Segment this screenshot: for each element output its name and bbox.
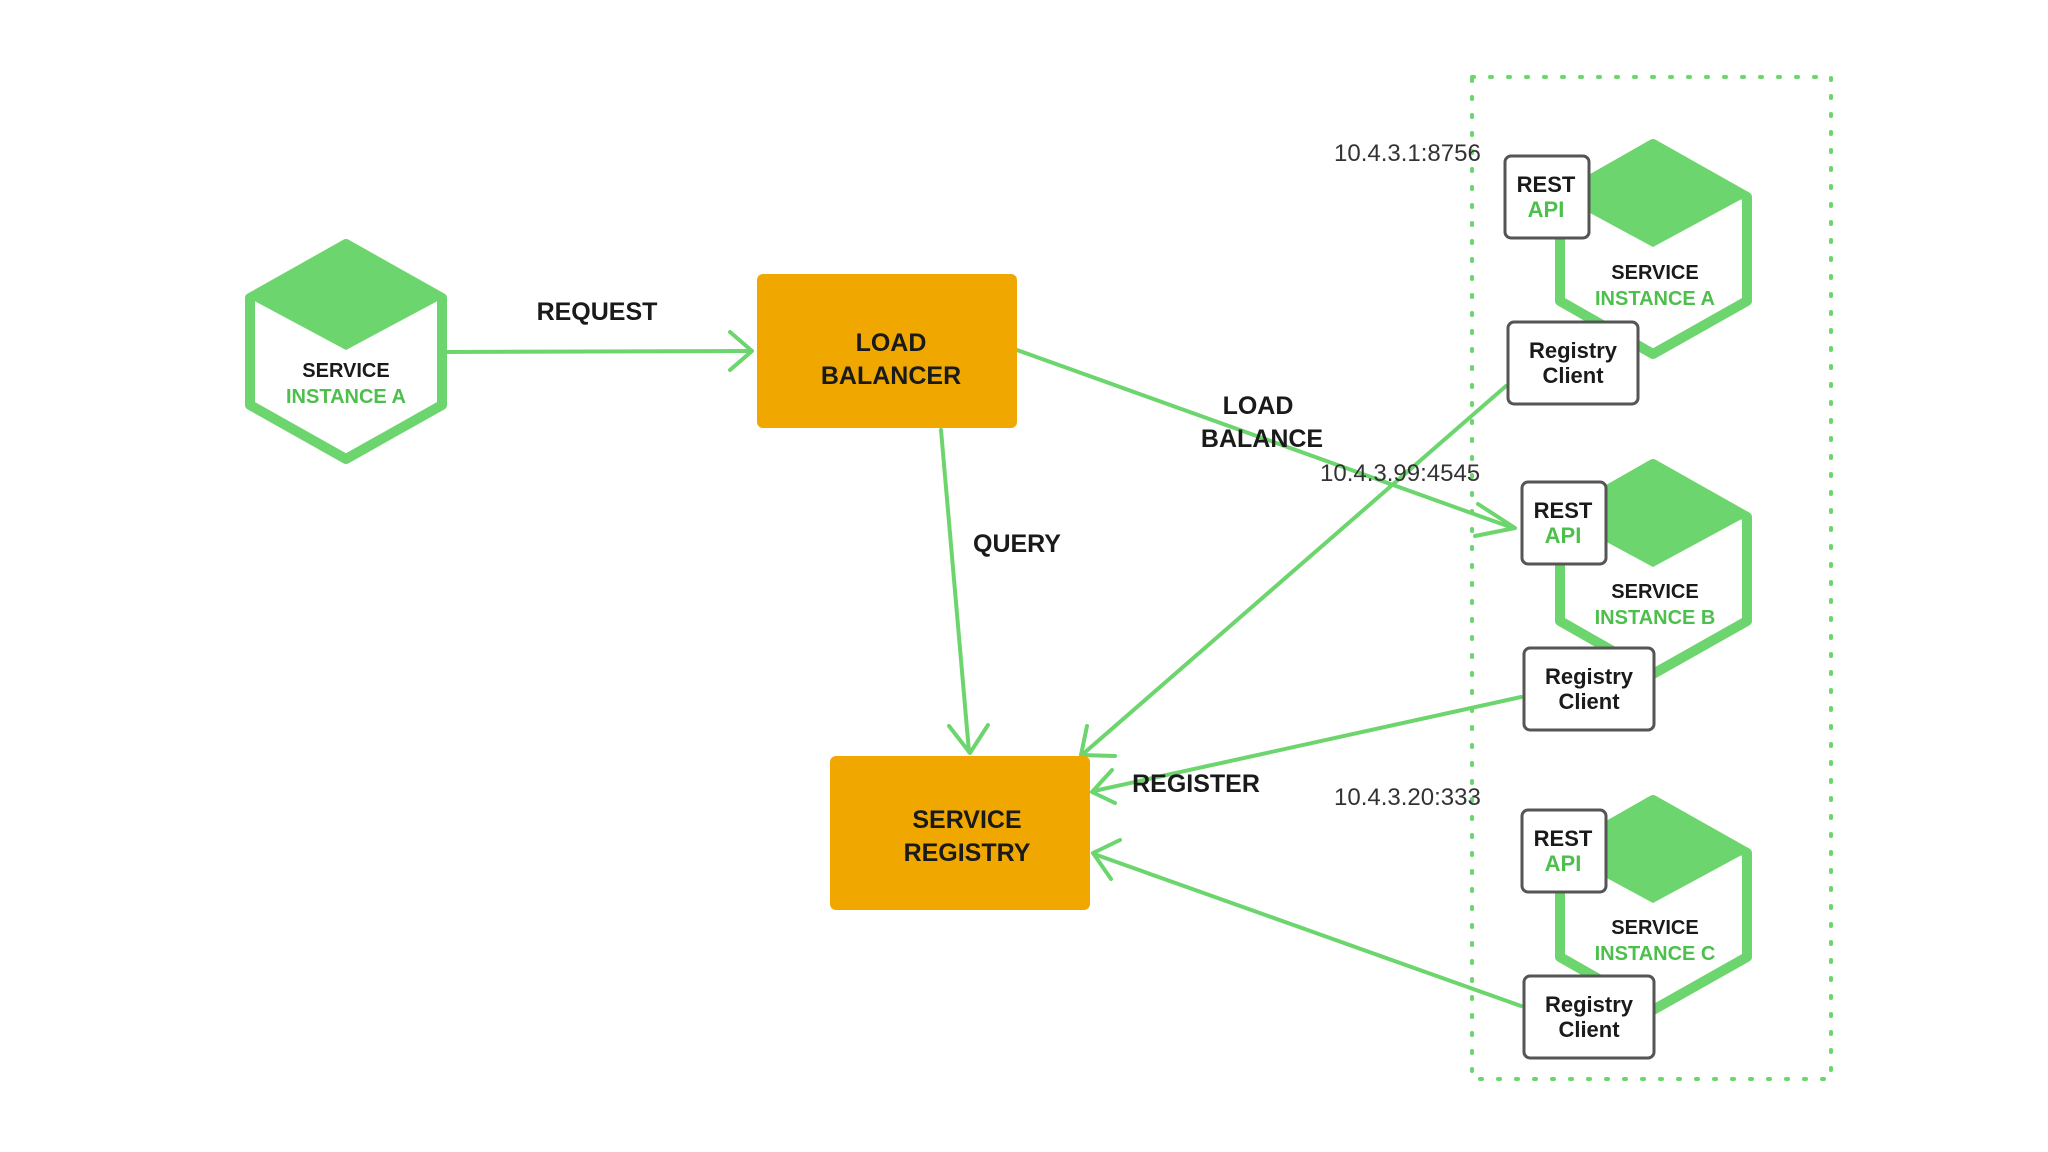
instance-c-registry-label: Registry [1545, 992, 1634, 1017]
instance-a-rest-api-box [1503, 154, 1591, 240]
load-balancer-rect [757, 274, 1017, 428]
register-arrow-b [1092, 695, 1523, 793]
load-balancer-line2: BALANCER [821, 362, 961, 390]
instances-boundary [1470, 75, 1833, 1081]
instance-c-api-label: API [1545, 851, 1582, 876]
instance-a-registry-label: Registry [1529, 338, 1618, 363]
query-arrowhead [947, 723, 990, 755]
service-instance-a: 10.4.3.1:8756 SERVICE INSTANCE A REST AP… [1334, 139, 1752, 406]
service-registry-box: SERVICE REGISTRY [830, 756, 1090, 910]
load-balance-arrow [1015, 348, 1515, 530]
request-arrowhead [728, 330, 754, 372]
instance-a-service-label: SERVICE [1611, 262, 1698, 284]
register-arrowhead-c [1091, 838, 1122, 881]
service-instance-b: 10.4.3.99:4545 SERVICE INSTANCE B REST A… [1320, 459, 1752, 732]
load-balance-label-line1: LOAD [1223, 392, 1294, 420]
request-arrow [442, 349, 752, 354]
instance-c-service-label: SERVICE [1611, 917, 1698, 939]
client-instance-label: INSTANCE A [286, 386, 406, 408]
load-balancer-line1: LOAD [856, 329, 927, 357]
instance-b-registry-client-box [1522, 646, 1656, 732]
instance-b-registry-label: Registry [1545, 664, 1634, 689]
instance-c-instance-label: INSTANCE C [1595, 943, 1716, 965]
service-instance-c: 10.4.3.20:333 SERVICE INSTANCE C REST AP… [1334, 784, 1752, 1060]
instance-a-address: 10.4.3.1:8756 [1334, 140, 1481, 167]
instance-c-address: 10.4.3.20:333 [1334, 784, 1481, 811]
service-registry-line2: REGISTRY [904, 839, 1031, 867]
query-arrow [939, 428, 971, 754]
instance-c-client-label: Client [1558, 1017, 1620, 1042]
client-service-hexagon: SERVICE INSTANCE A [245, 239, 447, 464]
instance-a-hexagon-top [1555, 139, 1751, 247]
service-registry-line1: SERVICE [912, 806, 1021, 834]
register-arrow-c [1092, 852, 1523, 1008]
client-service-label: SERVICE [302, 360, 389, 382]
instance-b-rest-label: REST [1534, 498, 1593, 523]
instance-b-address: 10.4.3.99:4545 [1320, 460, 1480, 487]
instance-b-client-label: Client [1558, 689, 1620, 714]
request-label: REQUEST [537, 298, 658, 326]
register-arrow-a [1081, 384, 1508, 756]
instance-a-rest-label: REST [1517, 172, 1576, 197]
instance-a-api-label: API [1528, 197, 1565, 222]
instance-a-instance-label: INSTANCE A [1595, 288, 1715, 310]
register-arrowhead-a [1079, 724, 1117, 758]
connectors [442, 330, 1523, 1008]
instance-b-api-label: API [1545, 523, 1582, 548]
instance-a-client-label: Client [1542, 363, 1604, 388]
load-balance-label-line2: BALANCE [1201, 425, 1323, 453]
instance-b-service-label: SERVICE [1611, 581, 1698, 603]
query-label: QUERY [973, 530, 1061, 558]
service-registry-rect [830, 756, 1090, 910]
register-arrowhead-b [1090, 768, 1117, 805]
instance-c-rest-api-box [1520, 808, 1608, 894]
client-hexagon-top [245, 239, 447, 350]
instance-b-instance-label: INSTANCE B [1595, 607, 1716, 629]
instance-b-rest-api-box [1520, 480, 1608, 566]
instance-c-rest-label: REST [1534, 826, 1593, 851]
instance-a-registry-client-box [1506, 320, 1640, 406]
load-balancer-box: LOAD BALANCER [757, 274, 1017, 428]
instance-c-registry-client-box [1522, 974, 1656, 1060]
load-balance-arrowhead [1473, 502, 1517, 538]
register-label: REGISTER [1132, 770, 1260, 798]
